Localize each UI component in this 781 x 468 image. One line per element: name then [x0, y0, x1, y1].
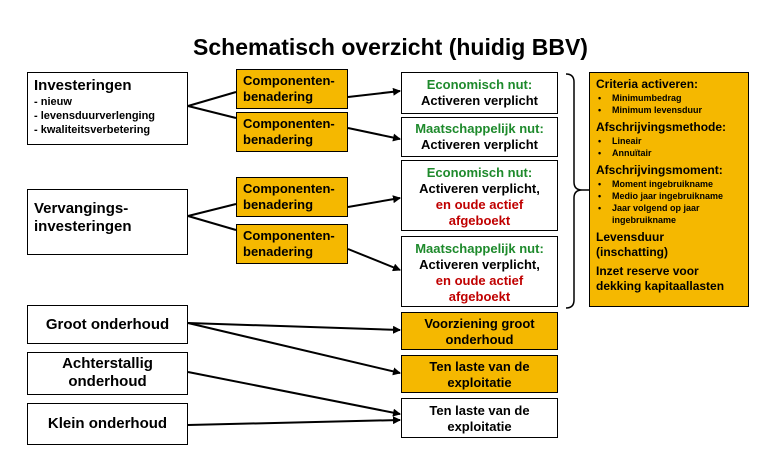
maatschappelijk-nut-body: Activeren verplicht,	[419, 257, 540, 272]
moment-item: Jaar volgend op jaar ingebruikname	[596, 202, 742, 226]
componentenbenadering-box: Componenten- benadering	[236, 112, 348, 152]
connector-arrow	[347, 248, 401, 272]
levensduur-line1: Levensduur	[596, 230, 665, 244]
component-line2: benadering	[243, 132, 314, 147]
component-line1: Componenten-	[243, 116, 335, 131]
voorziening-box: Voorziening groot onderhoud	[401, 312, 558, 350]
afschrijvingsmoment-head: Afschrijvingsmoment:	[596, 163, 723, 177]
afschrijvingsmethode-head: Afschrijvingsmethode:	[596, 120, 727, 134]
connector-arrow	[347, 127, 401, 142]
moment-item: Moment ingebruikname	[596, 178, 742, 190]
connector-line	[187, 215, 237, 231]
achterstallig-line2: onderhoud	[68, 373, 147, 390]
economisch-nut-body: Activeren verplicht	[420, 93, 539, 108]
component-line1: Componenten-	[243, 228, 335, 243]
voorziening-line1: Voorziening groot	[424, 316, 535, 331]
ten-laste-line2: exploitatie	[447, 375, 512, 390]
investeringen-item: - nieuw	[34, 96, 72, 108]
componentenbenadering-box: Componenten- benadering	[236, 224, 348, 264]
maatschappelijk-nut-box: Maatschappelijk nut: Activeren verplicht	[401, 117, 558, 157]
criteria-box: Criteria activeren: Minimumbedrag Minimu…	[589, 72, 749, 307]
connector-arrow	[187, 371, 401, 417]
curly-brace	[565, 73, 583, 309]
investeringen-item: - kwaliteitsverbetering	[34, 124, 151, 136]
criteria-item: Minimumbedrag	[596, 92, 742, 104]
groot-onderhoud-box: Groot onderhoud	[27, 305, 188, 344]
reserve-line2: dekking kapitaallasten	[596, 279, 725, 293]
vervangingsinvesteringen-box: Vervangings- investeringen	[27, 189, 188, 255]
criteria-activeren-head: Criteria activeren:	[596, 77, 699, 91]
connector-arrow	[187, 322, 401, 334]
connector-line	[187, 91, 237, 107]
voorziening-line2: onderhoud	[445, 332, 514, 347]
ten-laste-line2: exploitatie	[447, 419, 512, 434]
component-line2: benadering	[243, 244, 314, 259]
ten-laste-line1: Ten laste van de	[429, 359, 530, 374]
klein-onderhoud-box: Klein onderhoud	[27, 403, 188, 445]
vervanging-line2: investeringen	[34, 218, 132, 235]
maatschappelijk-nut-body: Activeren verplicht	[420, 137, 539, 152]
ten-laste-line1: Ten laste van de	[429, 403, 530, 418]
levensduur-line2: (inschatting)	[596, 245, 668, 259]
connector-arrow	[347, 87, 401, 98]
reserve-line1: Inzet reserve voor	[596, 264, 699, 278]
methode-item: Lineair	[596, 135, 742, 147]
economisch-nut-vervanging-box: Economisch nut: Activeren verplicht, en …	[401, 160, 558, 231]
economisch-nut-box: Economisch nut: Activeren verplicht	[401, 72, 558, 114]
achterstallig-line1: Achterstallig	[62, 355, 153, 372]
investeringen-box: Investeringen - nieuw - levensduurverlen…	[27, 72, 188, 145]
componentenbenadering-box: Componenten- benadering	[236, 69, 348, 109]
connector-arrow	[347, 195, 401, 208]
ten-laste-box: Ten laste van de exploitatie	[401, 355, 558, 393]
connector-line	[187, 105, 237, 119]
klein-onderhoud-label: Klein onderhoud	[47, 415, 168, 432]
afgeboekt-text: afgeboekt	[448, 289, 511, 304]
moment-item: Medio jaar ingebruikname	[596, 190, 742, 202]
groot-onderhoud-label: Groot onderhoud	[45, 316, 170, 333]
maatschappelijk-nut-head: Maatschappelijk nut:	[415, 121, 544, 136]
criteria-item: Minimum levensduur	[596, 104, 742, 116]
componentenbenadering-box: Componenten- benadering	[236, 177, 348, 217]
investeringen-item: - levensduurverlenging	[34, 110, 156, 122]
economisch-nut-head: Economisch nut:	[426, 165, 533, 180]
component-line2: benadering	[243, 89, 314, 104]
afgeboekt-text: afgeboekt	[448, 213, 511, 228]
investeringen-heading: Investeringen	[34, 77, 132, 94]
maatschappelijk-nut-vervanging-box: Maatschappelijk nut: Activeren verplicht…	[401, 236, 558, 307]
component-line2: benadering	[243, 197, 314, 212]
connector-arrow	[187, 416, 401, 426]
ten-laste-box: Ten laste van de exploitatie	[401, 398, 558, 438]
achterstallig-onderhoud-box: Achterstallig onderhoud	[27, 352, 188, 395]
connector-line	[187, 203, 237, 217]
economisch-nut-head: Economisch nut:	[426, 77, 533, 92]
oude-actief-text: en oude actief	[435, 197, 524, 212]
component-line1: Componenten-	[243, 181, 335, 196]
page-title: Schematisch overzicht (huidig BBV)	[193, 34, 588, 60]
maatschappelijk-nut-head: Maatschappelijk nut:	[415, 241, 544, 256]
connector-arrow	[187, 322, 401, 376]
methode-item: Annuïtair	[596, 147, 742, 159]
component-line1: Componenten-	[243, 73, 335, 88]
oude-actief-text: en oude actief	[435, 273, 524, 288]
economisch-nut-body: Activeren verplicht,	[419, 181, 540, 196]
vervanging-line1: Vervangings-	[34, 200, 129, 217]
